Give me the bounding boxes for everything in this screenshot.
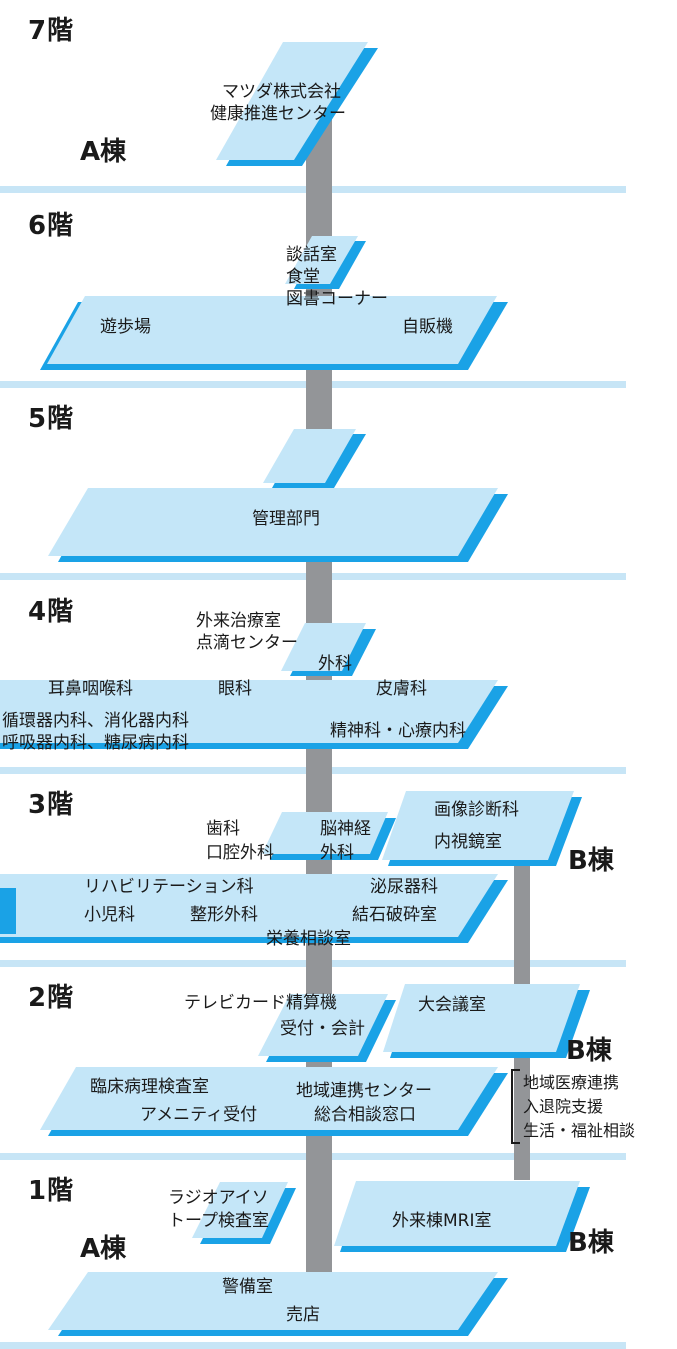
building-a-label-1f: A棟 (80, 1234, 127, 1264)
building-b-label-3f: B棟 (568, 846, 614, 876)
label-chiiki-iryo: 地域医療連携 (523, 1073, 620, 1092)
label-mri: 外来棟MRI室 (392, 1211, 492, 1231)
label-baiten: 売店 (286, 1305, 320, 1325)
label-mazda: マツダ株式会社 (222, 82, 341, 102)
floor-label-5: 5階 (28, 404, 75, 434)
floor-label-1: 1階 (28, 1176, 75, 1206)
label-danwa: 談話室 (286, 245, 337, 265)
label-daikaigi: 大会議室 (418, 995, 486, 1015)
label-jihanki: 自販機 (402, 317, 453, 337)
label-koku: 口腔外科 (206, 843, 274, 863)
f6-platforms (40, 236, 508, 370)
floor-label-2: 2階 (28, 983, 75, 1013)
label-kanri: 管理部門 (252, 509, 320, 529)
label-uketsuke: 受付・会計 (280, 1019, 365, 1039)
label-ganka: 眼科 (218, 679, 252, 699)
f7-platforms (216, 42, 378, 166)
floor-label-7: 7階 (28, 16, 75, 46)
label-keibi: 警備室 (222, 1277, 273, 1297)
label-kesseki: 結石破砕室 (352, 905, 437, 925)
label-riha: リハビリテーション科 (84, 877, 254, 897)
building-a-label: A棟 (80, 137, 127, 167)
label-kokyu: 呼吸器内科、糖尿病内科 (2, 733, 189, 753)
label-tenteki: 点滴センター (196, 633, 298, 653)
f1-platforms (48, 1181, 590, 1336)
label-geka-3f: 外科 (320, 843, 354, 863)
label-shoni: 小児科 (84, 905, 135, 925)
f3-platforms (0, 791, 582, 943)
label-jibi: 耳鼻咽喉科 (48, 679, 133, 699)
label-tosho: 図書コーナー (286, 289, 388, 309)
f4-platforms (0, 623, 508, 749)
label-seikei: 整形外科 (190, 905, 258, 925)
label-naishi: 内視鏡室 (434, 832, 502, 852)
label-rinsho: 臨床病理検査室 (90, 1077, 209, 1097)
floor-label-4: 4階 (28, 597, 75, 627)
label-eiyo: 栄養相談室 (266, 929, 351, 949)
label-hifu: 皮膚科 (376, 679, 427, 699)
floor-label-6: 6階 (28, 211, 75, 241)
label-gairai-chiryo: 外来治療室 (196, 611, 281, 631)
building-b-label-1f: B棟 (568, 1228, 614, 1258)
label-geka-4f: 外科 (318, 654, 352, 674)
label-telecard: テレビカード精算機 (184, 993, 337, 1013)
label-seikatsu: 生活・福祉相談 (523, 1121, 636, 1140)
label-noshinkei: 脳神経 (320, 819, 371, 839)
label-nyutai: 入退院支援 (523, 1097, 604, 1116)
building-b-label-2f: B棟 (566, 1036, 612, 1066)
label-amenity: アメニティ受付 (140, 1105, 258, 1125)
label-junkan: 循環器内科、消化器内科 (2, 711, 189, 731)
floor-label-3: 3階 (28, 790, 75, 820)
label-chiiki-center: 地域連携センター (296, 1081, 432, 1101)
label-radio-2: トープ検査室 (168, 1211, 269, 1231)
band-bottom (0, 1342, 626, 1349)
label-kenko-center: 健康推進センター (210, 104, 346, 124)
f5-platforms (48, 429, 508, 562)
f2-platforms (40, 984, 590, 1144)
label-sogo: 総合相談窓口 (314, 1105, 416, 1125)
label-gazo: 画像診断科 (434, 800, 519, 820)
label-radio-1: ラジオアイソ (168, 1188, 269, 1208)
label-shika: 歯科 (206, 819, 240, 839)
label-shokudo: 食堂 (286, 267, 320, 287)
label-hinyo: 泌尿器科 (370, 877, 438, 897)
label-seishin: 精神科・心療内科 (330, 721, 466, 741)
label-yuho: 遊歩場 (100, 317, 151, 337)
